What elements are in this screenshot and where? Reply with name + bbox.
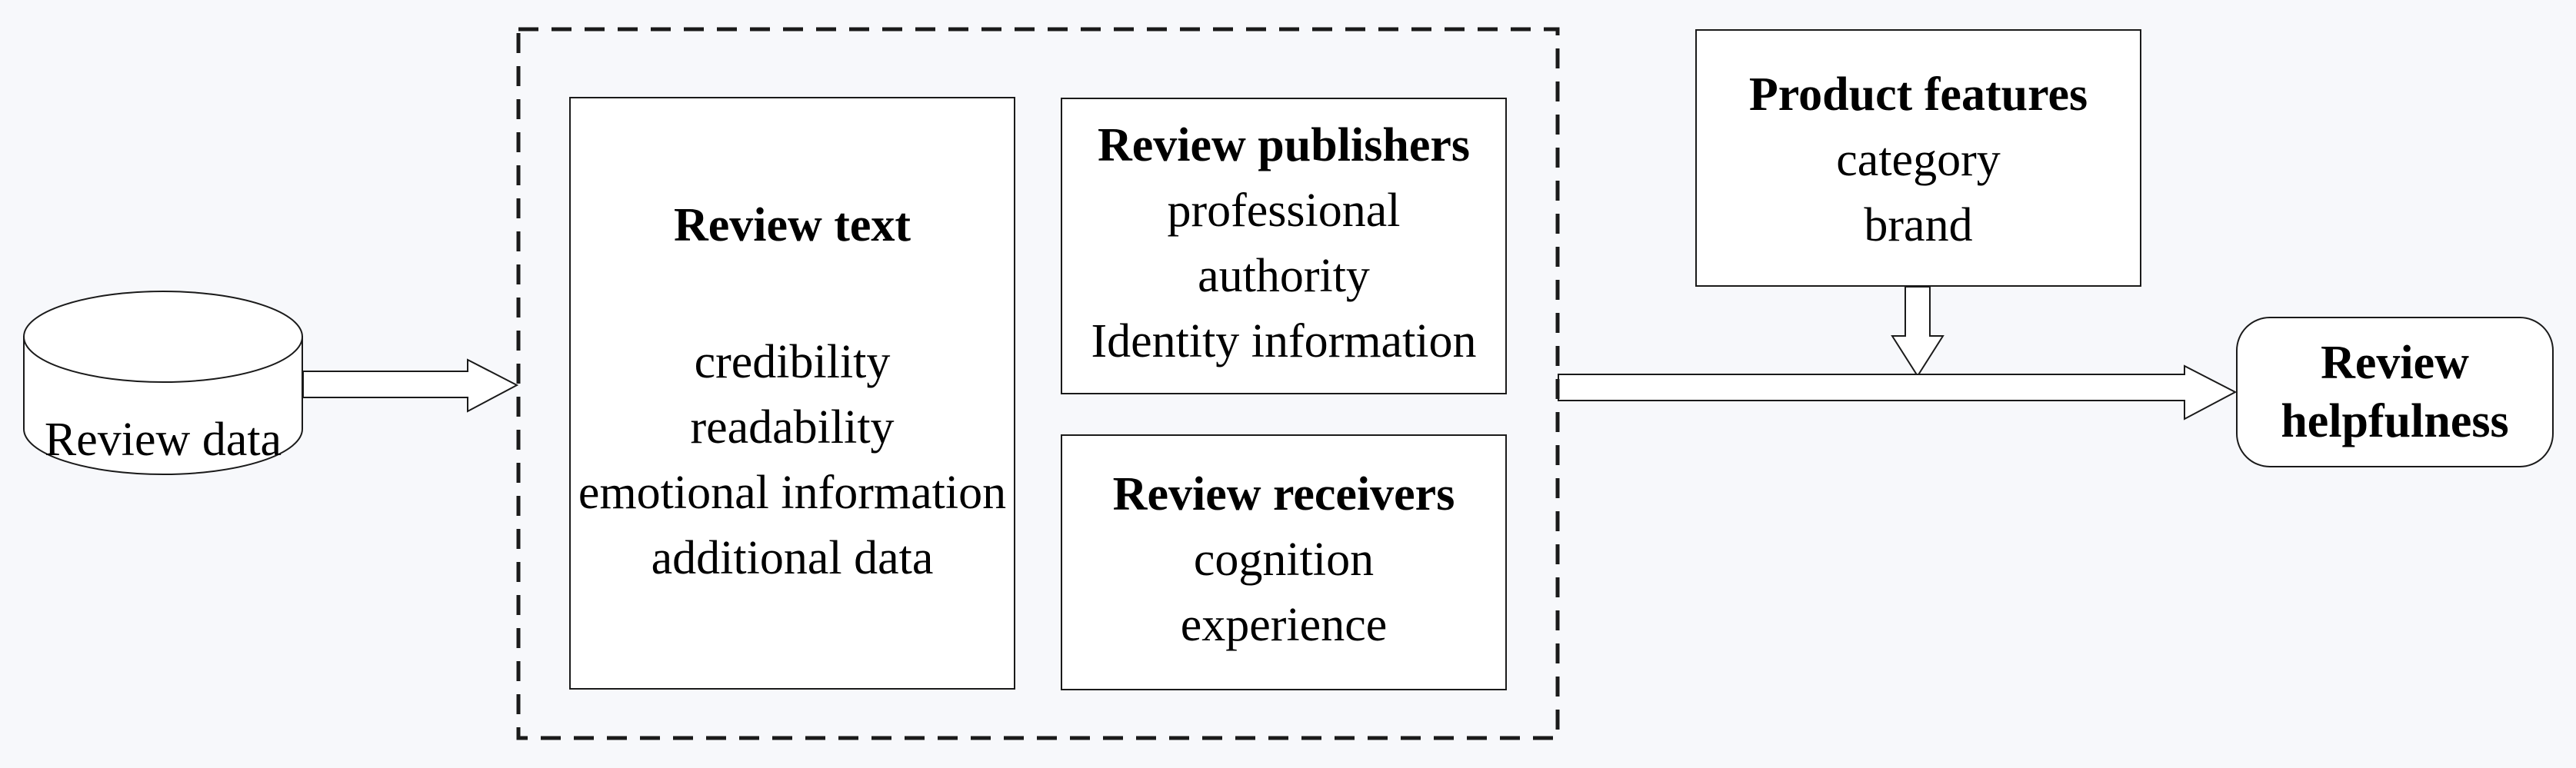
review-text-box: Review text credibility readability emot…: [569, 97, 1015, 690]
arrow-down-product-features-icon: [1891, 286, 1944, 377]
review-receivers-item: cognition: [1193, 534, 1375, 586]
review-text-item: emotional information: [578, 467, 1007, 519]
product-features-item: brand: [1864, 199, 1973, 251]
review-receivers-box: Review receivers cognition experience: [1061, 434, 1507, 690]
review-publishers-box: Review publishers professional authority…: [1061, 98, 1507, 394]
product-features-title: Product features: [1748, 68, 2088, 121]
review-text-items: credibility readability emotional inform…: [578, 330, 1006, 591]
review-publishers-title: Review publishers: [1098, 119, 1470, 171]
review-publishers-item: professional: [1167, 185, 1401, 237]
review-text-item: additional data: [651, 532, 934, 584]
database-cylinder-top-icon: [23, 291, 303, 383]
product-features-box: Product features category brand: [1695, 29, 2141, 287]
review-data-label: Review data: [44, 414, 282, 466]
arrow-right-data-to-factors-icon: [302, 358, 519, 413]
review-helpfulness-box: Review helpfulness: [2236, 317, 2554, 467]
review-text-title: Review text: [673, 199, 911, 251]
review-helpfulness-line: helpfulness: [2281, 395, 2509, 447]
review-receivers-item: experience: [1180, 599, 1388, 651]
review-text-item: readability: [690, 401, 895, 454]
review-publishers-item: authority: [1198, 250, 1370, 302]
review-helpfulness-line: Review: [2321, 337, 2469, 389]
arrow-right-factors-to-helpfulness-icon: [1558, 364, 2238, 421]
review-text-item: credibility: [694, 336, 891, 388]
review-receivers-title: Review receivers: [1112, 468, 1455, 520]
product-features-item: category: [1836, 134, 2001, 186]
dashed-group-boundary: [516, 27, 1560, 740]
review-publishers-item: Identity information: [1091, 315, 1477, 367]
